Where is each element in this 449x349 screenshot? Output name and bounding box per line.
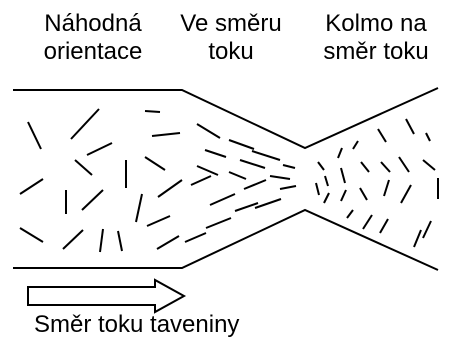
flow-direction-caption: Směr toku taveniny: [34, 311, 240, 338]
label-perpendicular-line-1: Kolmo na: [325, 10, 427, 37]
label-flow-line-2: toku: [208, 38, 254, 65]
fiber: [151, 132, 181, 137]
fiber: [352, 140, 359, 150]
fiber: [383, 179, 390, 197]
fiber: [340, 189, 347, 202]
fiber: [315, 182, 320, 196]
channel-walls: [13, 87, 439, 271]
fiber: [196, 123, 221, 139]
fiber: [425, 132, 431, 142]
fiber: [243, 179, 267, 190]
fiber: [70, 108, 100, 140]
flow-arrow-icon: [27, 278, 187, 314]
fiber: [86, 142, 113, 156]
fiber: [117, 230, 123, 252]
fiber: [398, 156, 410, 173]
fiber: [405, 118, 415, 135]
label-random-line-2: orientace: [43, 38, 143, 65]
fiber: [144, 156, 166, 171]
fiber: [62, 229, 84, 250]
label-perpendicular-line-2: směr toku: [323, 38, 429, 65]
fiber: [254, 198, 282, 209]
label-flow-direction-zone: Ve směru toku: [160, 10, 302, 66]
fiber: [144, 110, 161, 113]
fiber: [323, 192, 330, 204]
fibers-perpendicular: [315, 118, 439, 248]
fiber: [99, 228, 104, 253]
fiber: [317, 161, 325, 171]
fiber: [156, 235, 180, 250]
fiber: [146, 215, 171, 227]
fiber: [377, 128, 387, 143]
fiber: [337, 147, 343, 159]
fiber: [184, 232, 207, 243]
fiber: [19, 227, 44, 243]
label-flow-line-1: Ve směru: [180, 10, 282, 37]
label-perpendicular-zone: Kolmo na směr toku: [305, 10, 447, 66]
fiber: [251, 150, 281, 161]
fiber: [204, 149, 227, 158]
fiber: [234, 202, 259, 212]
fiber: [157, 179, 183, 198]
fiber: [81, 189, 104, 211]
fiber: [190, 175, 212, 186]
label-random-orientation: Náhodná orientace: [18, 10, 168, 66]
fiber: [209, 193, 236, 206]
label-random-line-1: Náhodná: [44, 10, 142, 37]
fiber: [269, 175, 291, 180]
fiber: [362, 214, 373, 230]
fiber: [27, 121, 42, 150]
fiber: [324, 175, 329, 187]
fiber: [135, 193, 143, 223]
fiber: [380, 161, 391, 173]
fiber: [282, 164, 296, 169]
upper-wall: [13, 87, 439, 150]
fiber: [228, 171, 247, 180]
fiber: [205, 217, 232, 229]
fiber: [400, 184, 412, 204]
fiber: [19, 178, 44, 195]
fiber: [196, 165, 219, 176]
lower-wall: [13, 208, 439, 271]
fiber: [74, 159, 93, 176]
fiber: [359, 187, 368, 201]
fiber: [379, 218, 389, 234]
fiber: [422, 220, 432, 239]
fiber: [279, 185, 297, 190]
fiber: [228, 139, 255, 150]
fibers-flow-direction: [184, 123, 297, 243]
fiber: [422, 159, 436, 171]
fibers-random-orientation: [19, 108, 183, 253]
fiber: [413, 229, 422, 248]
fiber: [340, 167, 346, 184]
fiber: [360, 161, 370, 173]
fiber: [239, 159, 266, 169]
fiber: [346, 209, 354, 219]
